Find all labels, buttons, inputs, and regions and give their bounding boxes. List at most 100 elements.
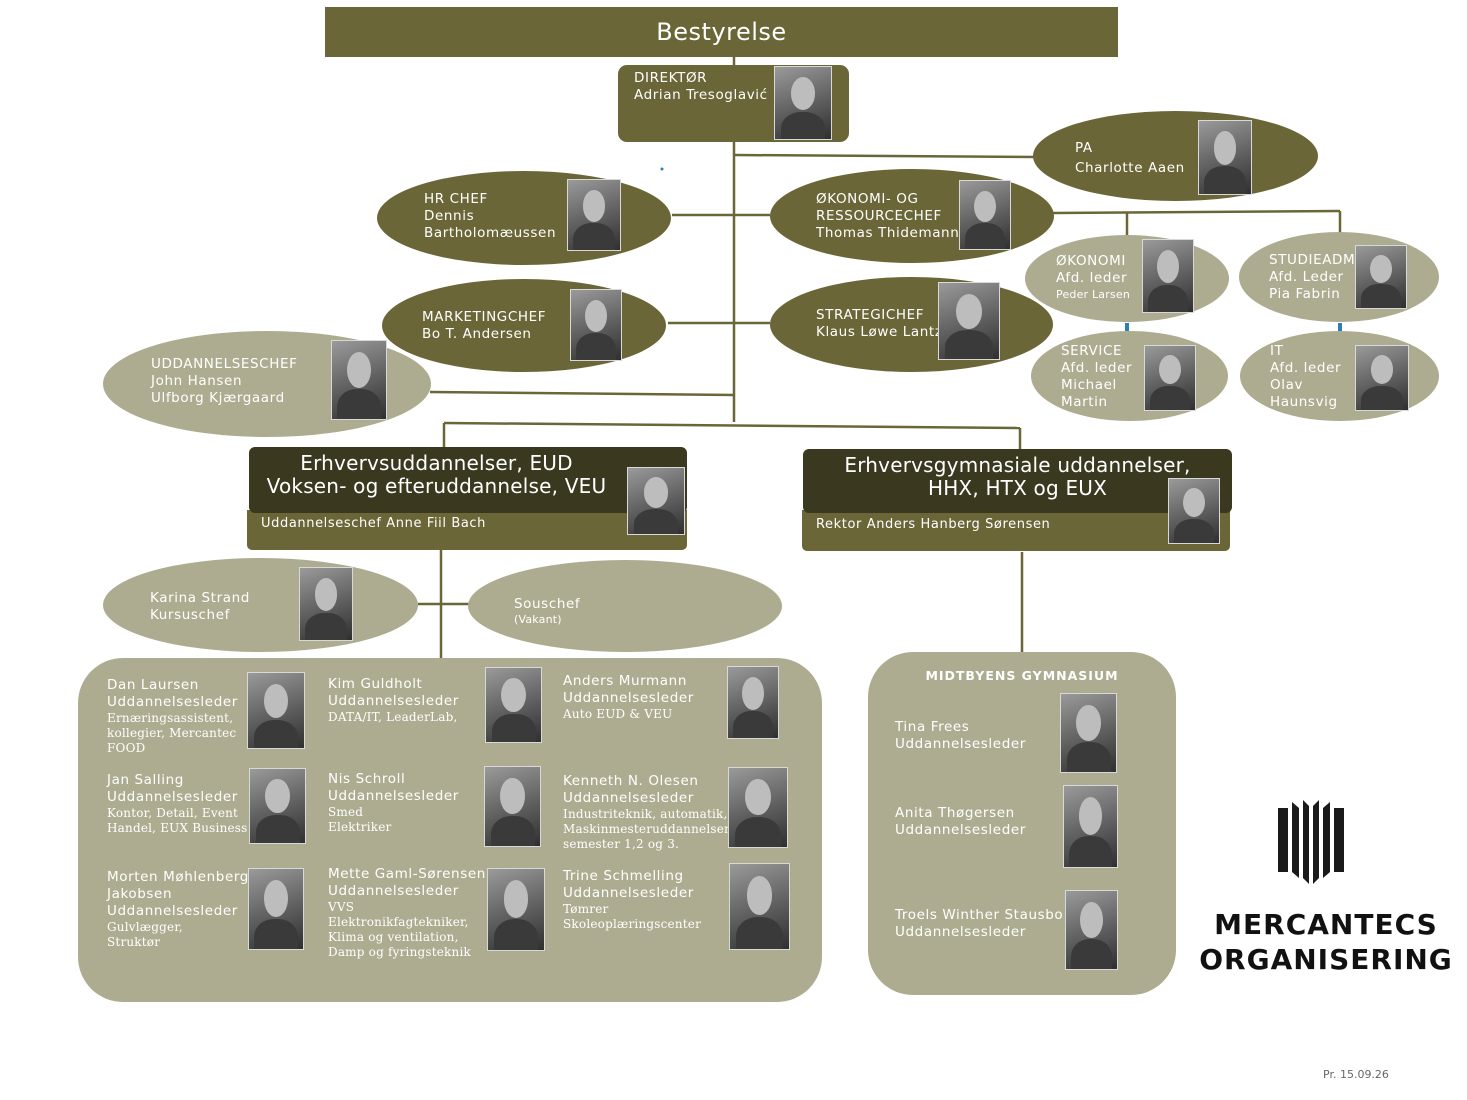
leader-name: Trine Schmelling — [563, 868, 684, 884]
leader-photo — [485, 667, 542, 743]
hr-name-line2: Bartholomæussen — [424, 225, 557, 241]
leader-card: Kenneth N. Olesen Uddannelsesleder Indus… — [563, 773, 732, 852]
strategy-role: STRATEGICHEF — [816, 307, 925, 323]
leader-area: DATA/IT, LeaderLab, — [328, 710, 458, 724]
studieadm-name: Pia Fabrin — [1269, 286, 1341, 302]
leader-name: Kim Guldholt — [328, 676, 423, 692]
service-box: SERVICE Afd. leder Michael Martin — [1031, 331, 1228, 421]
economy-dept-photo — [1142, 239, 1194, 313]
board-title: Bestyrelse — [656, 18, 787, 46]
kursuschef-role: Kursuschef — [150, 607, 230, 623]
strategy-photo — [938, 282, 1000, 360]
egu-leader: Rektor Anders Hanberg Sørensen — [816, 517, 1051, 532]
economy-dept-name: Peder Larsen — [1056, 288, 1131, 301]
service-name-line2: Martin — [1061, 394, 1108, 410]
leader-area: Damp og fyringsteknik — [328, 945, 471, 959]
hr-role: HR CHEF — [424, 191, 488, 207]
eud-leader-bar: Uddannelseschef Anne Fiil Bach — [247, 510, 687, 550]
leader-role: Uddannelsesleder — [107, 789, 238, 805]
gym-leader-name: Tina Frees — [895, 719, 970, 735]
marketing-box: MARKETINGCHEF Bo T. Andersen — [382, 279, 666, 372]
egu-title-box: Erhvervsgymnasiale uddannelser, HHX, HTX… — [803, 449, 1232, 513]
leader-card: Nis Schroll Uddannelsesleder Smed Elektr… — [328, 771, 459, 835]
pa-role: PA — [1075, 140, 1093, 156]
director-name: Adrian Tresoglavić — [634, 87, 768, 103]
gym-leader-card: Tina Frees Uddannelsesleder — [895, 719, 1026, 753]
leader-area: Klima og ventilation, — [328, 930, 459, 944]
leader-card: Kim Guldholt Uddannelsesleder DATA/IT, L… — [328, 676, 459, 725]
it-box: IT Afd. leder Olav Haunsvig — [1240, 331, 1439, 421]
service-photo — [1144, 345, 1196, 411]
it-name-line2: Haunsvig — [1270, 394, 1338, 410]
leader-area: Maskinmesteruddannelsen — [563, 822, 732, 836]
director-box: DIREKTØR Adrian Tresoglavić — [618, 65, 849, 142]
leader-area: Gulvlægger, — [107, 920, 183, 934]
education-chief-photo — [331, 340, 387, 420]
leader-card: Mette Gaml-Sørensen Uddannelsesleder VVS… — [328, 866, 486, 960]
leader-area: Elektronikfagtekniker, — [328, 915, 469, 929]
leader-photo — [728, 767, 788, 848]
economy-dept-role: ØKONOMI — [1056, 253, 1126, 269]
education-chief-name-line1: John Hansen — [151, 373, 243, 389]
leader-photo — [487, 868, 545, 951]
hr-name-line1: Dennis — [424, 208, 475, 224]
leader-area: VVS — [328, 900, 355, 914]
gym-leader-name: Anita Thøgersen — [895, 805, 1015, 821]
leader-card: Dan Laursen Uddannelsesleder Ernæringsas… — [107, 677, 238, 756]
leader-area: Auto EUD & VEU — [563, 707, 673, 721]
egu-photo — [1168, 478, 1220, 544]
leader-name: Mette Gaml-Sørensen — [328, 866, 486, 882]
leader-card: Morten Møhlenberg Jakobsen Uddannelsesle… — [107, 869, 249, 950]
studieadm-role: STUDIEADM — [1269, 252, 1356, 268]
logo-line2: ORGANISERING — [1199, 943, 1453, 976]
souschef-box: Souschef (Vakant) — [468, 560, 782, 652]
education-chief-box: UDDANNELSESCHEF John Hansen Ulfborg Kjær… — [103, 331, 431, 437]
souschef-role: Souschef — [514, 596, 581, 612]
logo-line1: MERCANTECS — [1214, 908, 1438, 941]
economy-chief-photo — [959, 180, 1011, 250]
leader-role: Uddannelsesleder — [107, 903, 238, 919]
director-role: DIREKTØR — [634, 70, 708, 86]
gymnasium-title: MIDTBYENS GYMNASIUM — [925, 668, 1119, 683]
pa-name: Charlotte Aaen — [1075, 160, 1185, 176]
leader-photo — [249, 768, 306, 844]
marketing-name: Bo T. Andersen — [422, 326, 532, 342]
eud-title-line2: Voksen- og efteruddannelse, VEU — [266, 474, 607, 498]
leader-area: Handel, EUX Business — [107, 821, 248, 835]
gym-leader-photo — [1063, 785, 1118, 868]
economy-chief-role-line1: ØKONOMI- OG — [816, 191, 919, 207]
leader-role: Uddannelsesleder — [328, 883, 459, 899]
leader-name: Nis Schroll — [328, 771, 406, 787]
service-name-line1: Michael — [1061, 377, 1117, 393]
economy-dept-box: ØKONOMI Afd. leder Peder Larsen — [1025, 235, 1229, 322]
education-chief-name-line2: Ulfborg Kjærgaard — [151, 390, 285, 406]
kursuschef-box: Karina Strand Kursuschef — [103, 558, 418, 652]
logo-text: MERCANTECS ORGANISERING — [1192, 907, 1460, 977]
pa-photo — [1198, 120, 1252, 195]
leader-area: kollegier, Mercantec — [107, 726, 237, 740]
service-role: SERVICE — [1061, 343, 1123, 359]
leader-name: Kenneth N. Olesen — [563, 773, 699, 789]
leader-role: Uddannelsesleder — [328, 693, 459, 709]
leader-role: Uddannelsesleder — [563, 885, 694, 901]
economy-chief-role-line2: RESSOURCECHEF — [816, 208, 942, 224]
it-role: IT — [1270, 343, 1284, 359]
eud-leader: Uddannelseschef Anne Fiil Bach — [261, 516, 486, 531]
studieadm-photo — [1355, 245, 1407, 309]
kursuschef-photo — [299, 567, 353, 641]
pa-box: PA Charlotte Aaen — [1033, 111, 1318, 201]
marketing-role: MARKETINGCHEF — [422, 309, 547, 325]
leader-role: Uddannelsesleder — [107, 694, 238, 710]
gym-leader-photo — [1065, 890, 1118, 970]
leader-name: Jan Salling — [107, 772, 184, 788]
economy-chief-name: Thomas Thidemann — [816, 225, 960, 241]
strategy-name: Klaus Løwe Lantz — [816, 324, 943, 340]
it-photo — [1355, 345, 1409, 411]
director-photo — [774, 66, 832, 140]
egu-leader-bar: Rektor Anders Hanberg Sørensen — [802, 510, 1230, 551]
leader-area: Elektriker — [328, 820, 392, 834]
leader-area: Tømrer — [563, 902, 609, 916]
leader-area: Kontor, Detail, Event — [107, 806, 239, 820]
leader-photo — [484, 766, 541, 847]
leader-name: Anders Murmann — [563, 673, 687, 689]
